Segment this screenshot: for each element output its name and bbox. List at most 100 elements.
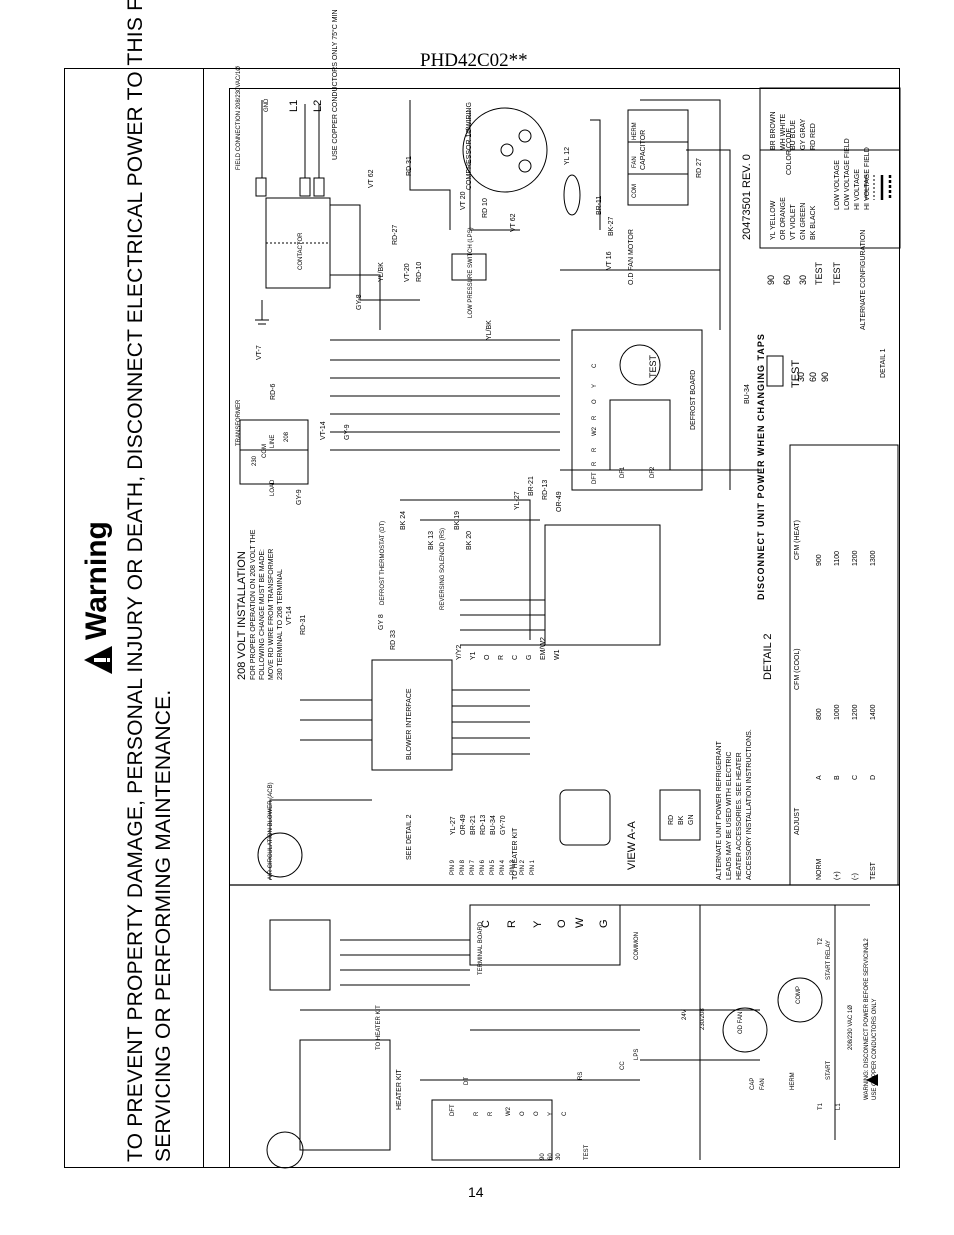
cc-label: CC bbox=[620, 1061, 626, 1070]
pin-7: PIN 7 bbox=[470, 859, 476, 875]
connector-c: C bbox=[512, 654, 519, 660]
model-number: PHD42C02** bbox=[420, 50, 528, 71]
df2-label: DF2 bbox=[650, 466, 656, 478]
cap-term-herm: HERM bbox=[632, 122, 638, 140]
t2-label: T2 bbox=[818, 937, 824, 945]
ladder-y: Y bbox=[548, 1111, 554, 1116]
detail1-test2: TEST bbox=[832, 261, 842, 285]
wire-bk19: BK 19 bbox=[454, 510, 461, 530]
connector-y1: Y1 bbox=[470, 651, 477, 660]
wire-rd13: RD-13 bbox=[542, 479, 549, 500]
tb-g: G bbox=[598, 919, 610, 928]
pin-wire-6: GY-70 bbox=[500, 815, 507, 835]
ladder-dft: DFT bbox=[450, 1104, 456, 1116]
cap-label: CAP bbox=[750, 1077, 756, 1090]
trans-term-208: 208 bbox=[284, 431, 290, 442]
ladder-90: 90 bbox=[540, 1153, 546, 1160]
acb-label: AIR CIRCULATION BLOWER (ACB) bbox=[268, 782, 274, 880]
wire-vt14b: VT-14 bbox=[286, 606, 293, 625]
detail2-row-minus: (-) bbox=[852, 873, 859, 880]
bottom-warning-1: WARNING: DISCONNECT POWER BEFORE SERVICI… bbox=[864, 941, 870, 1100]
wire-vt62b: VT 62 bbox=[510, 213, 517, 232]
defrost-term-o: O bbox=[592, 399, 598, 404]
l1-small-label: L1 bbox=[836, 1103, 842, 1110]
start-label: START bbox=[826, 1060, 832, 1080]
pin-wire-1: YL-27 bbox=[450, 816, 457, 835]
pin-wire-5: BU-34 bbox=[490, 815, 497, 835]
alt-note-1: ALTERNATE UNIT POWER REFRIGERANT bbox=[716, 741, 723, 880]
bottom-warning-triangle-icon bbox=[866, 1074, 878, 1086]
legend-hi-voltage: HI VOLTAGE bbox=[854, 169, 861, 210]
wire-bk27: BK-27 bbox=[608, 216, 615, 236]
ladder-r1: R bbox=[474, 1111, 480, 1116]
wire-gy9b: GY-9 bbox=[296, 489, 303, 505]
alt-note-4: ACCESSORY INSTALLATION INSTRUCTIONS. bbox=[746, 729, 753, 880]
low-pressure-switch-label: LOW PRESSURE SWITCH (LPS) bbox=[468, 227, 474, 318]
230-label: 230/208 bbox=[700, 1008, 706, 1030]
detail2-disconnect: DISCONNECT UNIT POWER WHEN CHANGING TAPS bbox=[756, 333, 766, 600]
terminal-board-label: TERMINAL BOARD bbox=[478, 921, 484, 975]
pin-wire-4: RD-13 bbox=[480, 814, 487, 835]
detail1-30: 30 bbox=[798, 274, 808, 285]
pin-4: PIN 4 bbox=[500, 859, 506, 875]
wire-bk24: BK 24 bbox=[400, 510, 407, 530]
capacitor-label: CAPACITOR bbox=[640, 129, 647, 170]
defrost-term-r3: R bbox=[592, 461, 598, 466]
connector-g: G bbox=[526, 654, 533, 660]
detail2-heat-3: 1200 bbox=[852, 550, 859, 566]
wire-yl27: YL-27 bbox=[514, 491, 521, 510]
connector-y2: Y/Y2 bbox=[456, 644, 463, 660]
color-code-6: BR BROWN bbox=[770, 111, 777, 151]
pin-5: PIN 5 bbox=[490, 859, 496, 875]
ladder-c: C bbox=[562, 1111, 568, 1116]
ladder-w2: W2 bbox=[506, 1107, 512, 1116]
defrost-term-dft: DFT bbox=[592, 472, 598, 484]
defrost-term-w2: W2 bbox=[592, 427, 598, 436]
warning-triangle-icon bbox=[84, 646, 112, 674]
detail2-cool-3: 1200 bbox=[852, 704, 859, 720]
l2-small-label: L2 bbox=[864, 938, 870, 945]
connector-w1: W1 bbox=[554, 649, 561, 661]
od-fan-label: OD FAN bbox=[738, 1011, 744, 1034]
df1-label: DF1 bbox=[620, 466, 626, 478]
wire-yl12: YL 12 bbox=[564, 146, 571, 165]
detail1-test: TEST bbox=[814, 261, 824, 285]
color-code-7: WH WHITE bbox=[780, 113, 787, 150]
tb-r: R bbox=[506, 920, 518, 928]
defrost-board-label: DEFROST BOARD bbox=[690, 369, 697, 430]
copper-note: USE COPPER CONDUCTORS ONLY 75°C MIN bbox=[332, 9, 339, 160]
bottom-warning-2: USE COPPER CONDUCTORS ONLY bbox=[872, 998, 878, 1100]
bottom-voltage: 208/230 VAC 1Ø bbox=[848, 1005, 854, 1050]
wire-br11: BR-11 bbox=[596, 195, 603, 215]
wire-vt16: VT 16 bbox=[606, 251, 613, 270]
detail2-col-heat: CFM (HEAT) bbox=[794, 520, 801, 560]
tb-y: Y bbox=[532, 920, 544, 928]
transformer-label: TRANSFORMER bbox=[236, 399, 242, 446]
detail2-row-test: TEST bbox=[870, 862, 877, 880]
cap-term-com: COM bbox=[632, 184, 638, 198]
field-connection-label: FIELD CONNECTION 208/230VAC/1Ø bbox=[236, 66, 242, 170]
pin-8: PIN 8 bbox=[460, 859, 466, 875]
detail2-row-norm: NORM bbox=[816, 858, 823, 880]
connector-r: R bbox=[498, 654, 505, 660]
trans-term-line: LINE bbox=[270, 434, 276, 448]
alt-note-3: HEATER ACCESSORIES. SEE HEATER bbox=[736, 752, 743, 880]
wire-rd31: RD 31 bbox=[406, 156, 413, 176]
wire-rd33: RD 33 bbox=[390, 630, 397, 650]
detail2-title: DETAIL 2 bbox=[762, 633, 774, 680]
detail2-cool-2: 1000 bbox=[834, 704, 841, 720]
to-heater-kit-lower: TO HEATER KIT bbox=[376, 1005, 382, 1050]
wiring-diagram bbox=[229, 88, 900, 1168]
lps-label: LPS bbox=[634, 1048, 640, 1060]
color-code-4: GN GREEN bbox=[800, 202, 807, 240]
wire-rd31b: RD-31 bbox=[300, 614, 307, 635]
detail2-letter-a: A bbox=[816, 775, 823, 780]
color-code-2: OR ORANGE bbox=[780, 197, 787, 240]
legend-hi-voltage-field: HI VOLTAGE FIELD bbox=[864, 147, 871, 210]
gnd-label: GND bbox=[264, 98, 270, 112]
t1-label: T1 bbox=[818, 1102, 824, 1110]
wire-bk20: BK 20 bbox=[466, 530, 473, 550]
volt-install-line-4: 230 TERMINAL TO 208 TERMINAL bbox=[277, 569, 284, 680]
pin-6: PIN 6 bbox=[480, 859, 486, 875]
wire-rd10: RD-10 bbox=[416, 261, 423, 282]
